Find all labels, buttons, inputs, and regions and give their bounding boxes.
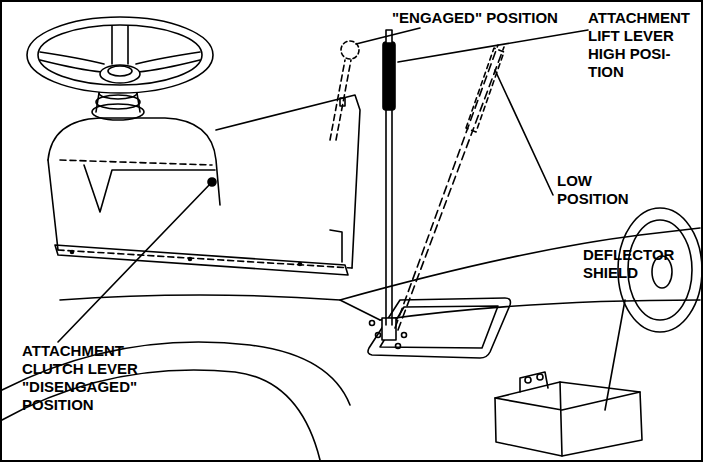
lever-low-position (395, 45, 498, 328)
leader-line (495, 70, 553, 195)
wheel-hub (108, 66, 132, 76)
pivot-hole (376, 333, 381, 338)
body-line (340, 228, 700, 300)
pivot-hole (396, 344, 401, 349)
rivet (299, 263, 302, 266)
lift-lever-shaft (386, 108, 392, 325)
leader-line (398, 30, 588, 62)
console-panel (216, 95, 360, 268)
lever-low-grip (466, 48, 504, 132)
pivot-hole (370, 321, 375, 326)
wheel-spoke (136, 52, 200, 72)
callout-label: ATTACHMENT CLUTCH LEVER "DISENGAGED" POS… (22, 342, 147, 414)
deflector-shield (495, 382, 642, 456)
callout-label: DEFLECTOR SHIELD (583, 246, 688, 282)
leader-line (605, 300, 625, 410)
rivet (189, 258, 192, 261)
callout-label: "ENGAGED" POSITION (392, 9, 592, 27)
column-side (96, 93, 140, 112)
dash-lip (55, 245, 348, 275)
dash-panel (48, 118, 220, 205)
tractor-body (2, 17, 702, 460)
lift-lever-grip (383, 42, 395, 110)
footrest (368, 298, 510, 358)
wheel-hub (100, 65, 140, 83)
dash-recess (84, 165, 215, 212)
callout-label: ATTACHMENT LIFT LEVER HIGH POSI- TION (588, 9, 698, 81)
steering-wheel-rim (27, 17, 213, 93)
console-detail (330, 230, 342, 262)
wheel-spoke (112, 26, 128, 64)
leader-line (58, 182, 212, 342)
footrest (380, 306, 498, 348)
callout-label: LOW POSITION (557, 172, 647, 208)
hidden-edge (60, 160, 212, 165)
lever-pivot (382, 318, 396, 340)
lever-low-position (398, 47, 504, 330)
shield-mount (520, 372, 548, 392)
body-line (380, 300, 700, 320)
leader-line (356, 28, 420, 44)
rivet (71, 251, 74, 254)
bolt (537, 374, 543, 380)
pivot-hole (402, 333, 407, 338)
clutch-engaged-position (336, 60, 351, 140)
steering-wheel-rim (38, 25, 202, 85)
body-line (60, 295, 380, 320)
bolt (525, 377, 531, 383)
dash-panel (48, 160, 58, 250)
wheel-spoke (40, 52, 104, 72)
deflector-shield (495, 382, 640, 456)
